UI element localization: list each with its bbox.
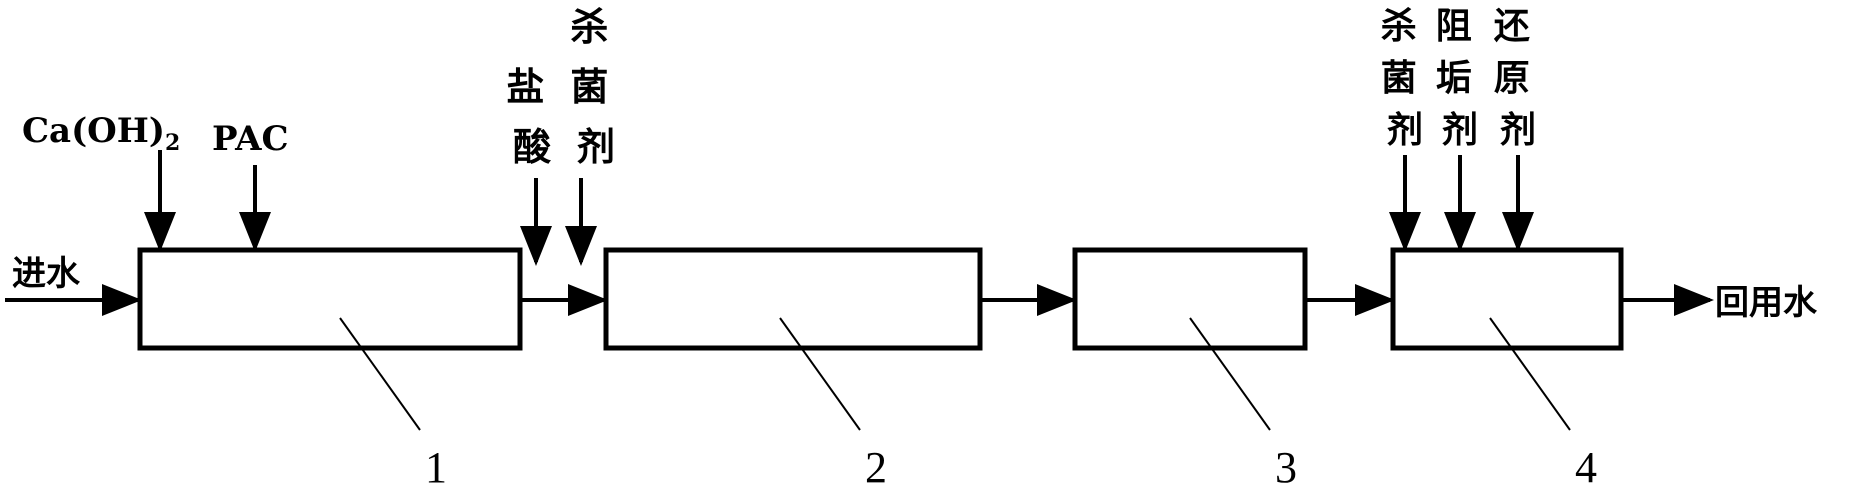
pac-label: PAC: [212, 119, 289, 159]
unit-number-3: 3: [1275, 443, 1297, 492]
leader-line-2: [779, 317, 861, 431]
unit-box-2: [603, 247, 983, 351]
leader-line-1: [339, 317, 421, 431]
leader-line-4: [1489, 317, 1571, 431]
unit-box-4: [1390, 247, 1624, 351]
biocide-2-label: 杀 菌 剂: [1381, 6, 1430, 151]
reductant-label: 还 原 剂: [1494, 6, 1543, 151]
unit-box-1: [137, 247, 523, 351]
leader-line-3: [1189, 317, 1271, 431]
biocide-1-label: 杀 菌 剂: [570, 5, 621, 169]
antiscalant-label: 阻 垢 剂: [1436, 6, 1485, 151]
hcl-label: 盐 酸: [506, 65, 557, 169]
unit-number-4: 4: [1575, 443, 1597, 492]
unit-box-3: [1072, 247, 1308, 351]
caoh2-label: Ca(OH)2: [22, 111, 180, 156]
unit-number-1: 1: [425, 443, 447, 492]
unit-number-2: 2: [865, 443, 887, 492]
inlet-label: 进水: [12, 254, 81, 294]
outlet-label: 回用水: [1715, 283, 1818, 323]
